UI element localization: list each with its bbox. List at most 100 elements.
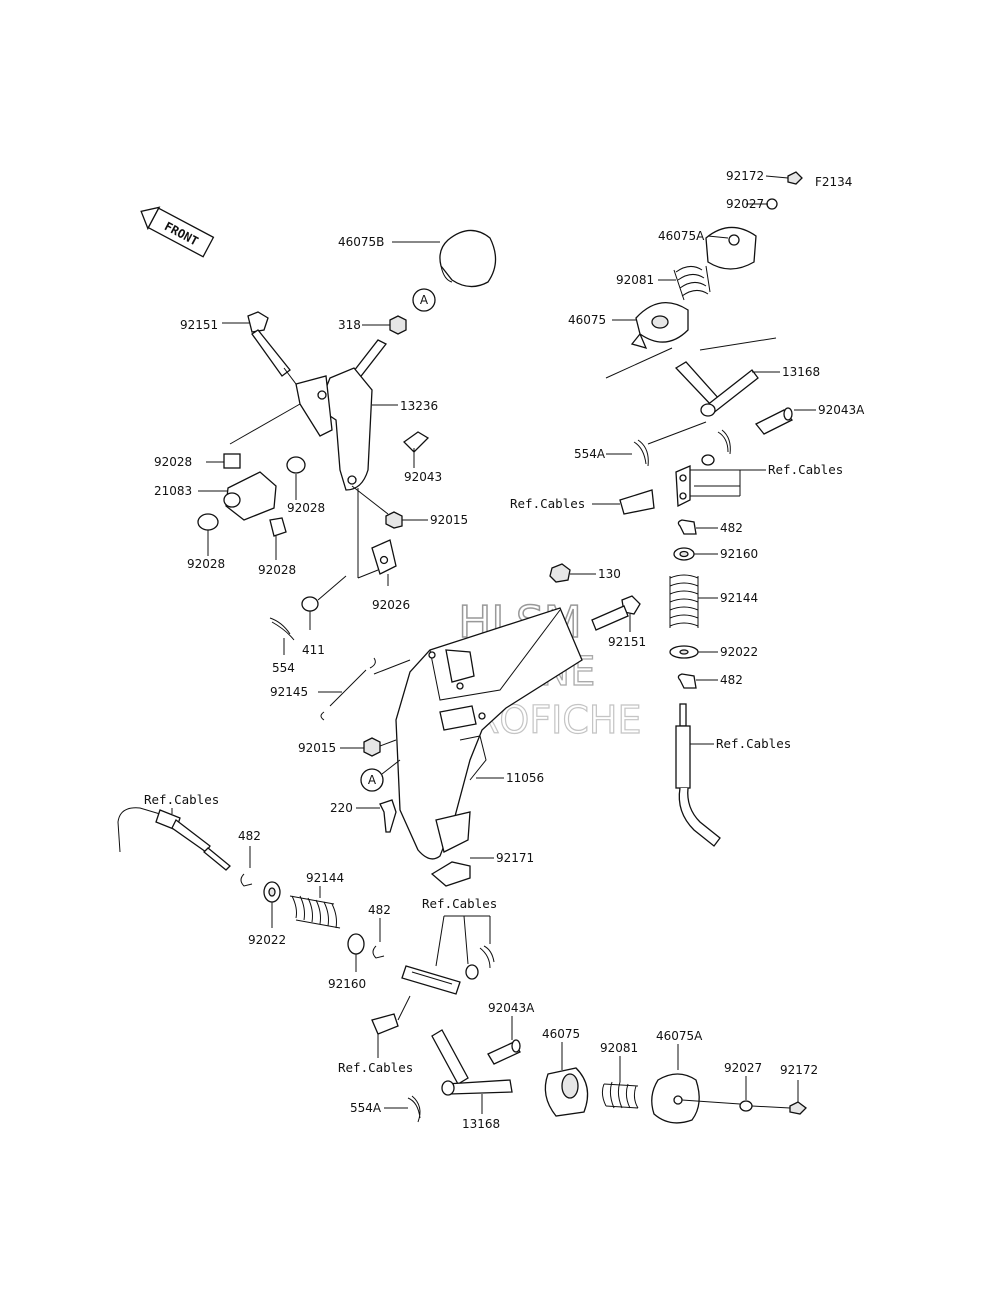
label-92043A-upper: 92043A [818,403,865,417]
cotter-pin-554 [269,617,295,641]
label-411: 411 [302,643,325,657]
callout-a-bottom [360,768,384,792]
label-554: 554 [272,661,295,675]
label-92151-left: 92151 [180,318,218,332]
nut-318 [389,315,407,335]
cable-link-upper [675,465,691,508]
label-220: 220 [330,801,353,815]
label-92144-upper: 92144 [720,591,758,605]
label-92015-upper: 92015 [430,513,468,527]
label-92043: 92043 [404,470,442,484]
collar-92027-upper [766,198,778,210]
label-92172-lower: 92172 [780,1063,818,1077]
callout-a-bottom-label: A [368,773,377,787]
bushing-92028-d [269,517,287,537]
label-482-d: 482 [368,903,391,917]
bushing-92028-c [197,513,219,531]
label-92027-upper: 92027 [726,197,764,211]
label-92145: 92145 [270,685,308,699]
label-92028-a: 92028 [154,455,192,469]
label-92144-lower: 92144 [306,871,344,885]
cable-end-upper [675,703,721,847]
cable-link-lower [401,965,461,995]
figure-code: F2134 [815,175,852,189]
cable-end-lower-left [117,807,231,871]
label-13236: 13236 [400,399,438,413]
washer-92160-lower [347,933,365,955]
bushing-92028-b [286,456,306,474]
label-92026: 92026 [372,598,410,612]
clip-482-b [677,673,697,689]
label-46075B: 46075B [338,235,384,249]
label-92015-lower: 92015 [298,741,336,755]
cotter-pin-554A-lower [407,1095,421,1123]
callout-a-top-label: A [420,293,429,307]
front-arrow-icon: FRONT [140,206,215,258]
clip-482-c [240,873,253,887]
bolt-92151-center [591,595,641,631]
knob-cap-46075A-lower [651,1073,700,1124]
knob-base-46075-upper [630,302,689,350]
bushing-92028-a [223,453,241,469]
spring-92081-lower [601,1081,639,1109]
label-46075-lower: 46075 [542,1027,580,1041]
label-92081-lower: 92081 [600,1041,638,1055]
ref-cables-upper-left: Ref.Cables [510,496,585,511]
lever-13168-lower [431,1029,513,1096]
label-92160-lower: 92160 [328,977,366,991]
washer-411 [301,596,319,612]
bracket-11056 [395,607,583,860]
lever-13236 [295,339,387,491]
callout-a-top [412,288,436,312]
label-92172-upper: 92172 [726,169,764,183]
label-92151-center: 92151 [608,635,646,649]
label-92028-d: 92028 [258,563,296,577]
pin-92043 [402,431,430,453]
label-92028-c: 92028 [187,557,225,571]
label-92027-lower: 92027 [724,1061,762,1075]
screw-92172-lower [789,1101,807,1115]
spring-92144-upper [669,574,699,628]
label-482-c: 482 [238,829,261,843]
spring-92145 [320,657,376,721]
clip-92171 [430,861,471,887]
label-92160-upper: 92160 [720,547,758,561]
cotter-pin-554A-upper [633,439,649,467]
clevis-pin-lower [371,1013,399,1035]
label-92043A-lower: 92043A [488,1001,535,1015]
ref-cables-lower-left-2: Ref.Cables [338,1060,413,1075]
collar-92027-lower [739,1100,753,1112]
label-92028-b: 92028 [287,501,325,515]
label-46075-upper: 46075 [568,313,606,327]
label-92081-upper: 92081 [616,273,654,287]
label-92022-lower: 92022 [248,933,286,947]
knob-cap-46075A-upper [705,226,757,270]
clip-482-d [372,945,385,959]
knob-46075B [439,229,497,288]
bolt-92151-left [247,311,297,385]
clevis-pin-upper [619,489,655,515]
label-554A-upper: 554A [574,447,606,461]
label-318: 318 [338,318,361,332]
ref-cables-lower-center: Ref.Cables [422,896,497,911]
label-130: 130 [598,567,621,581]
label-92171: 92171 [496,851,534,865]
label-46075A-upper: 46075A [658,229,705,243]
label-92022-upper: 92022 [720,645,758,659]
label-554A-lower: 554A [350,1101,382,1115]
label-13168-upper: 13168 [782,365,820,379]
ref-cables-upper-right: Ref.Cables [768,462,843,477]
ref-cables-lower-left: Ref.Cables [144,792,219,807]
label-13168-lower: 13168 [462,1117,500,1131]
lever-13168-upper [674,361,759,417]
label-46075A-lower: 46075A [656,1029,703,1043]
screw-220 [379,799,397,833]
knob-base-46075-lower [544,1067,589,1117]
label-482-a: 482 [720,521,743,535]
pin-92043A-lower [487,1039,521,1065]
label-482-b: 482 [720,673,743,687]
label-21083: 21083 [154,484,192,498]
pin-92043A-upper [754,407,794,435]
